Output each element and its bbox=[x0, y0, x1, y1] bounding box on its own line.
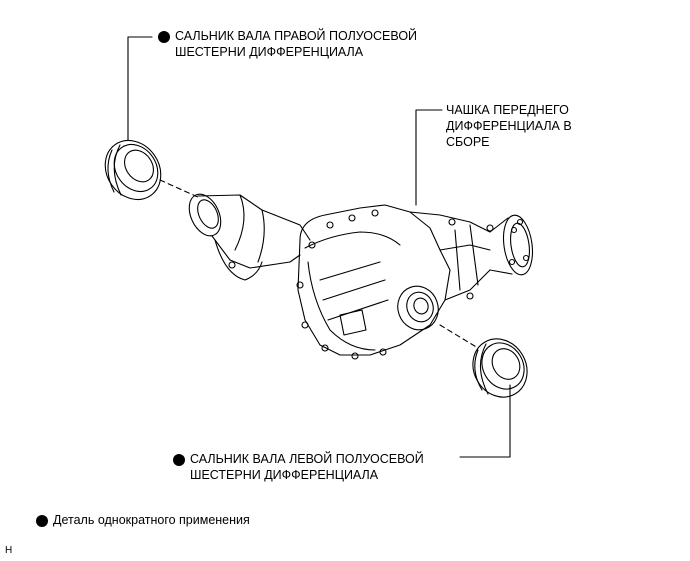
single-use-marker-left-seal bbox=[173, 454, 185, 466]
leader-front-diff-cup bbox=[415, 109, 443, 206]
single-use-marker-right-seal bbox=[158, 31, 170, 43]
front-differential-carrier bbox=[188, 193, 534, 360]
corner-code: H bbox=[5, 545, 13, 556]
legend-single-use-part: Деталь однократного применения bbox=[53, 513, 250, 527]
label-front-differential-cup: ЧАШКА ПЕРЕДНЕГО ДИФФЕРЕНЦИАЛА В СБОРЕ bbox=[446, 103, 572, 149]
leader-right-seal bbox=[127, 36, 153, 141]
label-left-seal: САЛЬНИК ВАЛА ЛЕВОЙ ПОЛУОСЕВОЙ ШЕСТЕРНИ Д… bbox=[190, 452, 424, 482]
axis-dash-left bbox=[439, 324, 479, 349]
leader-left-seal bbox=[459, 384, 511, 458]
axis-dash-right bbox=[159, 179, 201, 199]
label-right-seal: САЛЬНИК ВАЛА ПРАВОЙ ПОЛУОСЕВОЙ ШЕСТЕРНИ … bbox=[175, 29, 418, 59]
left-oil-seal bbox=[472, 338, 528, 398]
right-oil-seal bbox=[104, 140, 162, 200]
legend-bullet bbox=[36, 515, 48, 527]
